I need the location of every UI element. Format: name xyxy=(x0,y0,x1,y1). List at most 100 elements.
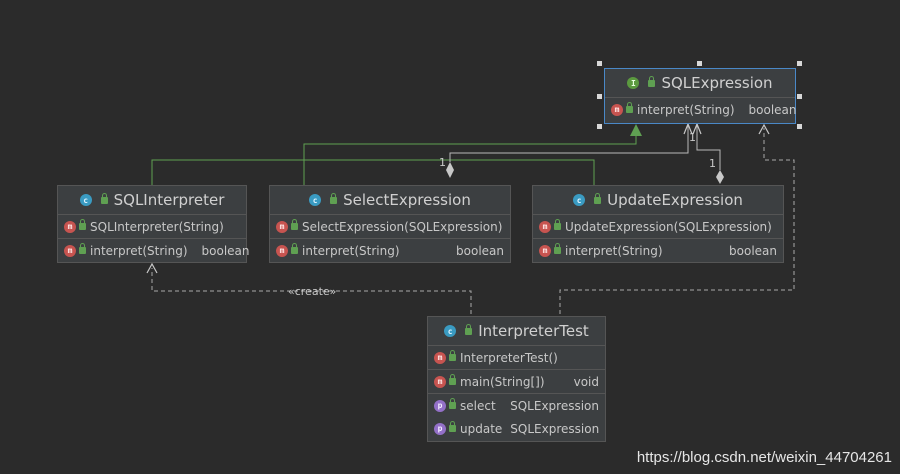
member-row[interactable]: m main(String[]) void xyxy=(428,370,605,393)
lock-icon xyxy=(330,192,338,204)
lock-icon xyxy=(554,219,561,230)
lock-icon xyxy=(465,323,473,335)
member-row[interactable]: m interpret(String) boolean xyxy=(533,239,783,262)
field-icon: p xyxy=(434,399,446,412)
lock-icon xyxy=(449,374,456,385)
class-sqlinterpreter[interactable]: c SQLInterpreter m SQLInterpreter(String… xyxy=(57,185,250,263)
aggregation-lines xyxy=(449,124,721,170)
member-name: main(String[]) xyxy=(460,374,545,389)
dep-arrow-sqlinterpreter xyxy=(146,262,158,274)
lock-icon xyxy=(100,192,108,204)
impl-line-update xyxy=(304,159,595,185)
multiplicity-label-update: 1 xyxy=(709,157,716,170)
member-row[interactable]: m interpret(String) boolean xyxy=(605,98,797,121)
member-name: SelectExpression(SQLExpression) xyxy=(302,219,503,234)
selection-handle[interactable] xyxy=(597,61,602,66)
dependency-arrows xyxy=(146,123,770,274)
selection-handle[interactable] xyxy=(797,61,802,66)
lock-icon xyxy=(648,75,656,87)
lock-icon xyxy=(626,102,633,113)
member-name: interpret(String) xyxy=(565,243,663,258)
member-type: void xyxy=(573,374,599,389)
class-header: c UpdateExpression xyxy=(533,186,783,215)
member-name: UpdateExpression(SQLExpression) xyxy=(565,219,772,234)
member-row[interactable]: p select SQLExpression xyxy=(428,394,605,417)
class-icon: c xyxy=(573,194,586,206)
member-type: boolean xyxy=(729,243,777,258)
member-row[interactable]: m SQLInterpreter(String) xyxy=(58,215,246,238)
constructors-section: m SQLInterpreter(String) xyxy=(58,215,246,239)
open-arrows xyxy=(683,122,702,135)
member-row[interactable]: m SelectExpression(SQLExpression) xyxy=(270,215,510,238)
lock-icon xyxy=(449,350,456,361)
dependency-lines xyxy=(151,128,795,314)
interface-icon: I xyxy=(627,77,640,89)
member-type: boolean xyxy=(748,102,797,117)
methods-section: m interpret(String) boolean xyxy=(533,239,783,262)
member-row[interactable]: m UpdateExpression(SQLExpression) xyxy=(533,215,783,238)
class-header: c SQLInterpreter xyxy=(58,186,246,215)
create-stereotype-label: «create» xyxy=(288,285,337,298)
field-icon: p xyxy=(434,422,446,435)
agg-line-update xyxy=(696,124,721,170)
class-sqlexpression[interactable]: I SQLExpression m interpret(String) bool… xyxy=(604,68,797,124)
lock-icon xyxy=(594,192,602,204)
method-icon: m xyxy=(611,103,623,116)
member-type: SQLExpression xyxy=(510,421,600,436)
class-header: c InterpreterTest xyxy=(428,317,605,346)
lock-icon xyxy=(79,219,86,230)
method-icon: m xyxy=(539,244,551,257)
class-title: SQLExpression xyxy=(661,74,773,92)
member-name: interpret(String) xyxy=(90,243,188,258)
method-icon: m xyxy=(64,220,76,233)
constructors-section: m InterpreterTest() xyxy=(428,346,605,370)
dep-arrow-sqlexpression xyxy=(758,123,770,135)
dep-line-test-expression xyxy=(559,128,795,314)
lock-icon xyxy=(554,243,561,254)
class-title: SQLInterpreter xyxy=(113,191,225,209)
class-title: SelectExpression xyxy=(343,191,471,209)
member-type: SQLExpression xyxy=(510,398,599,413)
member-row[interactable]: m InterpreterTest() xyxy=(428,346,605,369)
selection-handle[interactable] xyxy=(597,124,602,129)
member-type: boolean xyxy=(456,243,504,258)
selection-handle[interactable] xyxy=(797,124,802,129)
watermark: https://blog.csdn.net/weixin_44704261 xyxy=(636,449,892,466)
member-name: SQLInterpreter(String) xyxy=(90,219,224,234)
selection-handle[interactable] xyxy=(797,94,802,99)
class-selectexpression[interactable]: c SelectExpression m SelectExpression(SQ… xyxy=(269,185,511,263)
member-row[interactable]: m interpret(String) boolean xyxy=(58,239,250,262)
method-icon: m xyxy=(276,244,288,257)
method-icon: m xyxy=(539,220,551,233)
member-name: select xyxy=(460,398,496,413)
class-title: InterpreterTest xyxy=(478,322,589,340)
class-icon: c xyxy=(79,194,92,206)
selection-handle[interactable] xyxy=(597,94,602,99)
member-row[interactable]: p update SQLExpression xyxy=(428,417,605,440)
open-arrow-update xyxy=(692,122,702,135)
method-icon: m xyxy=(276,220,288,233)
class-updateexpression[interactable]: c UpdateExpression m UpdateExpression(SQ… xyxy=(532,185,784,263)
methods-section: m interpret(String) boolean xyxy=(270,239,510,262)
aggregation-diamond-update xyxy=(716,170,724,184)
impl-line-selectexpression xyxy=(303,134,637,185)
class-header: I SQLExpression xyxy=(605,69,795,98)
class-interpretertest[interactable]: c InterpreterTest m InterpreterTest() m … xyxy=(427,316,606,442)
selection-handle[interactable] xyxy=(697,61,702,66)
implements-arrow xyxy=(630,124,642,136)
member-type: boolean xyxy=(201,243,250,258)
member-row[interactable]: m interpret(String) boolean xyxy=(270,239,510,262)
dep-line-create xyxy=(151,268,472,314)
constructors-section: m UpdateExpression(SQLExpression) xyxy=(533,215,783,239)
fields-section: p select SQLExpression p update SQLExpre… xyxy=(428,394,605,440)
member-name: InterpreterTest() xyxy=(460,350,558,365)
class-icon: c xyxy=(309,194,322,206)
lock-icon xyxy=(449,421,456,432)
class-icon: c xyxy=(444,325,457,337)
methods-section: m main(String[]) void xyxy=(428,370,605,394)
method-icon: m xyxy=(64,244,76,257)
lock-icon xyxy=(79,243,86,254)
constructors-section: m SelectExpression(SQLExpression) xyxy=(270,215,510,239)
open-arrow-select xyxy=(683,122,693,135)
